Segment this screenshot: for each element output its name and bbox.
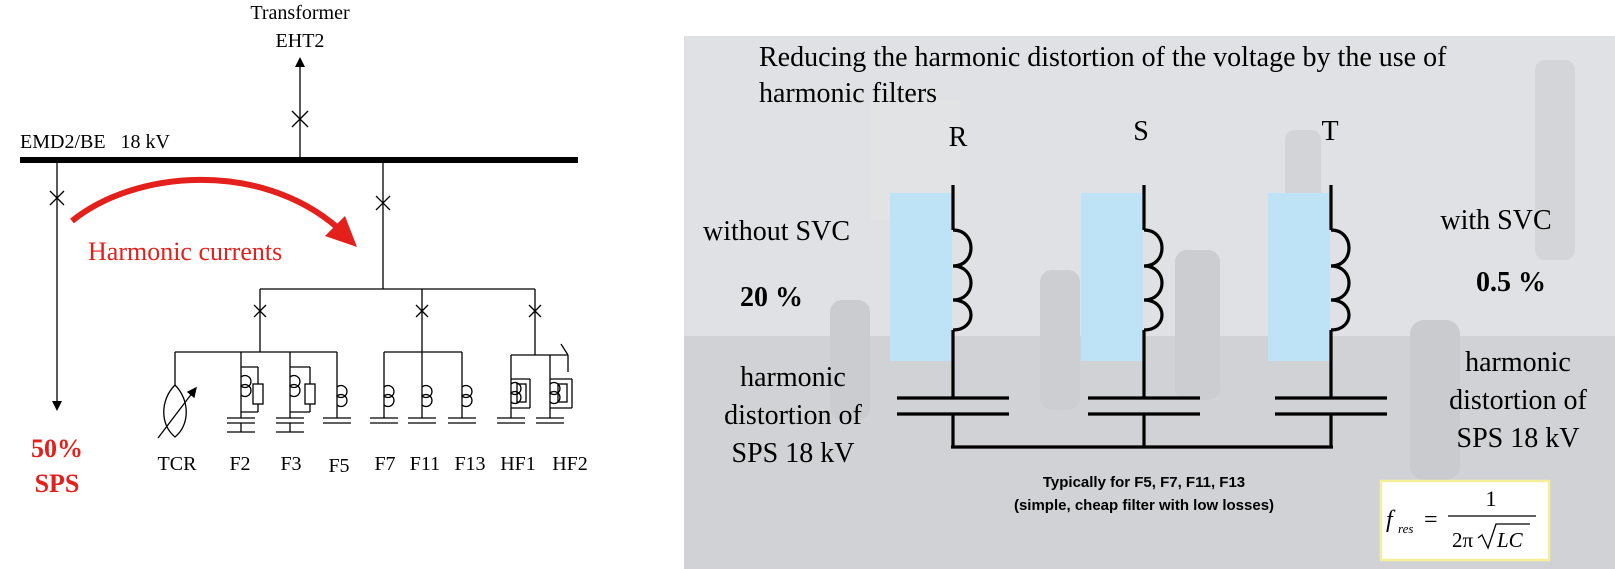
filter-phase-r bbox=[897, 185, 1009, 447]
branch-label-f11: F11 bbox=[410, 453, 440, 475]
slide-title-line2: harmonic filters bbox=[759, 78, 937, 109]
sps-breaker bbox=[49, 190, 65, 206]
f2-filter-symbol bbox=[227, 352, 264, 433]
phase-label-s: S bbox=[1133, 116, 1149, 147]
harmonic-currents-arrowhead bbox=[325, 216, 357, 247]
harmonic-currents-arrow bbox=[70, 176, 340, 231]
f7-filter-symbol bbox=[370, 352, 398, 424]
branch-label-tcr: TCR bbox=[158, 453, 198, 475]
group-breakers bbox=[253, 304, 542, 318]
with-svc-desc-1: harmonic bbox=[1465, 347, 1571, 378]
without-svc-caption: without SVC bbox=[703, 216, 850, 247]
phase-label-r: R bbox=[949, 122, 968, 153]
f13-filter-symbol bbox=[448, 352, 476, 424]
with-svc-caption: with SVC bbox=[1440, 205, 1551, 236]
slide-title-line1: Reducing the harmonic distortion of the … bbox=[759, 42, 1447, 73]
highlight-t bbox=[1268, 193, 1330, 361]
without-svc-value: 20 % bbox=[740, 282, 803, 313]
formula-equals: = bbox=[1424, 507, 1438, 533]
hf1-filter-symbol bbox=[497, 355, 531, 424]
formula-subscript: res bbox=[1398, 521, 1413, 536]
formula-radical-sign bbox=[1477, 523, 1530, 550]
branch-label-f13: F13 bbox=[454, 453, 485, 475]
hf2-filter-symbol bbox=[536, 343, 573, 424]
without-svc-desc-1: harmonic bbox=[740, 362, 846, 393]
filter-phase-t bbox=[1275, 185, 1387, 447]
without-svc-desc-3: SPS 18 kV bbox=[732, 438, 855, 469]
transformer-breaker bbox=[291, 110, 309, 128]
svc-breaker bbox=[375, 195, 391, 211]
highlight-s bbox=[1081, 193, 1143, 361]
group-drops bbox=[259, 289, 536, 355]
branch-labels: TCR F2 F3 F5 F7 F11 F13 HF1 HF2 bbox=[158, 453, 588, 477]
f11-filter-symbol bbox=[408, 352, 436, 424]
with-svc-desc-3: SPS 18 kV bbox=[1457, 423, 1580, 454]
filter-phase-s bbox=[1088, 185, 1200, 447]
branch-label-f2: F2 bbox=[229, 453, 250, 475]
f3-filter-symbol bbox=[276, 352, 316, 433]
formula-f: f bbox=[1386, 507, 1396, 533]
highlight-r bbox=[890, 193, 952, 361]
branch-label-f5: F5 bbox=[328, 455, 349, 477]
phase-label-t: T bbox=[1321, 116, 1338, 147]
transformer-label: Transformer bbox=[250, 2, 350, 24]
formula-denominator-prefix: 2π bbox=[1452, 528, 1474, 552]
f5-filter-symbol bbox=[323, 352, 351, 424]
single-line-diagram: Transformer EHT2 EMD2/BE 18 kV 50% SPS H… bbox=[20, 2, 588, 498]
filter-note-line2: (simple, cheap filter with low losses) bbox=[1014, 497, 1274, 514]
branch-label-hf1: HF1 bbox=[500, 453, 536, 475]
sps-label: SPS bbox=[35, 469, 80, 498]
filter-note-line1: Typically for F5, F7, F11, F13 bbox=[1043, 474, 1245, 491]
with-svc-value: 0.5 % bbox=[1476, 267, 1546, 298]
resonance-formula: f res = 1 2π LC bbox=[1379, 479, 1551, 562]
with-svc-desc-2: distortion of bbox=[1449, 385, 1587, 416]
transformer-id: EHT2 bbox=[276, 30, 325, 52]
harmonic-currents-label: Harmonic currents bbox=[88, 237, 282, 266]
formula-radicand: LC bbox=[1496, 528, 1524, 552]
sps-percent: 50% bbox=[31, 434, 83, 463]
busbar-label: EMD2/BE 18 kV bbox=[20, 131, 171, 153]
harmonic-filter-slide: Reducing the harmonic distortion of the … bbox=[684, 36, 1615, 569]
branch-label-f7: F7 bbox=[374, 453, 395, 475]
branch-label-hf2: HF2 bbox=[552, 453, 588, 475]
without-svc-desc-2: distortion of bbox=[724, 400, 862, 431]
formula-numerator: 1 bbox=[1486, 486, 1497, 511]
tcr-symbol bbox=[157, 352, 197, 439]
branch-label-f3: F3 bbox=[280, 453, 301, 475]
